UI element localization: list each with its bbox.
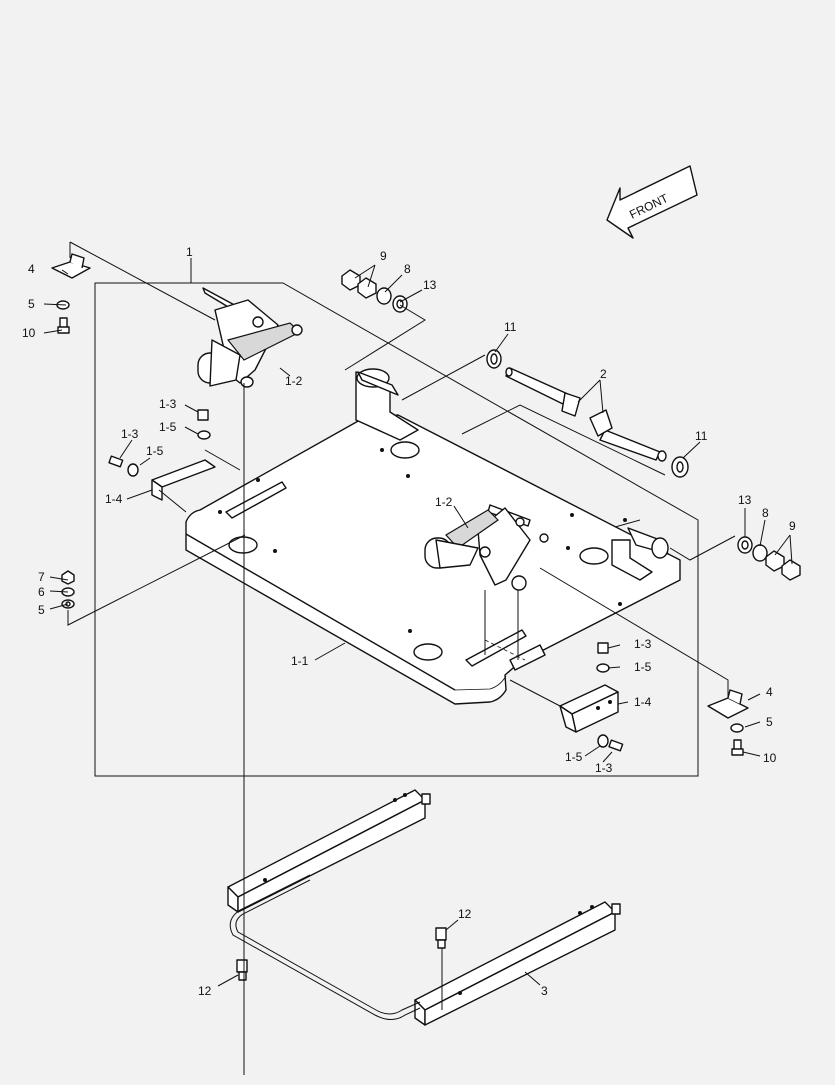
label-1: 1 [186, 245, 193, 259]
label-8-right: 8 [762, 506, 769, 520]
label-10-left: 10 [22, 326, 36, 340]
label-1-3-c: 1-3 [634, 637, 652, 651]
label-5-a: 5 [28, 297, 35, 311]
leader-lines [43, 241, 793, 1075]
label-12-left: 12 [198, 984, 212, 998]
label-1-3-d: 1-3 [595, 761, 613, 775]
label-11-right: 11 [695, 429, 708, 443]
lever-assembly-left [197, 287, 303, 388]
pin-upper [505, 367, 581, 417]
label-7: 7 [38, 570, 45, 584]
label-13-right: 13 [738, 493, 752, 507]
label-9-right: 9 [789, 519, 796, 533]
label-10-right: 10 [763, 751, 777, 765]
label-1-5-b: 1-5 [146, 444, 164, 458]
label-1-3-a: 1-3 [159, 397, 177, 411]
label-1-4-right: 1-4 [634, 695, 652, 709]
slide-rail-left [227, 789, 431, 913]
hardware-top [341, 269, 689, 478]
label-6: 6 [38, 585, 45, 599]
hardware-left-5-6-7 [61, 570, 75, 609]
lever-assembly-right [424, 504, 549, 591]
label-4-right: 4 [766, 685, 773, 699]
bolt-12-right [435, 927, 447, 949]
callouts: 1 1-1 1-2 1-2 1-3 1-3 1-3 1-3 1-4 1-4 1-… [22, 245, 796, 998]
label-8-top: 8 [404, 262, 411, 276]
bolt-12-left [236, 959, 248, 981]
label-2: 2 [600, 367, 607, 381]
label-12-right: 12 [458, 907, 472, 921]
label-13-top: 13 [423, 278, 437, 292]
bracket-4-right [707, 689, 749, 756]
label-5-b: 5 [38, 603, 45, 617]
label-11-top: 11 [504, 320, 517, 334]
label-1-5-c: 1-5 [634, 660, 652, 674]
bracket-1-4-left [108, 409, 216, 501]
label-1-1: 1-1 [291, 654, 309, 668]
label-3: 3 [541, 984, 548, 998]
pin-lower [589, 409, 667, 462]
bracket-1-4-right [559, 642, 624, 752]
label-9-top: 9 [380, 249, 387, 263]
slide-release-bar [229, 874, 421, 1020]
label-1-2-right: 1-2 [435, 495, 453, 509]
label-1-5-a: 1-5 [159, 420, 177, 434]
label-1-4-left: 1-4 [105, 492, 123, 506]
hardware-right [737, 536, 801, 581]
label-4-left: 4 [28, 262, 35, 276]
front-arrow-icon: FRONT [606, 165, 698, 239]
slide-rail-right [414, 901, 621, 1026]
label-1-5-d: 1-5 [565, 750, 583, 764]
label-1-2-left: 1-2 [285, 374, 303, 388]
assembly-1-outline [94, 282, 699, 777]
label-5-c: 5 [766, 715, 773, 729]
label-1-3-b: 1-3 [121, 427, 139, 441]
bracket-4-left [51, 253, 91, 334]
